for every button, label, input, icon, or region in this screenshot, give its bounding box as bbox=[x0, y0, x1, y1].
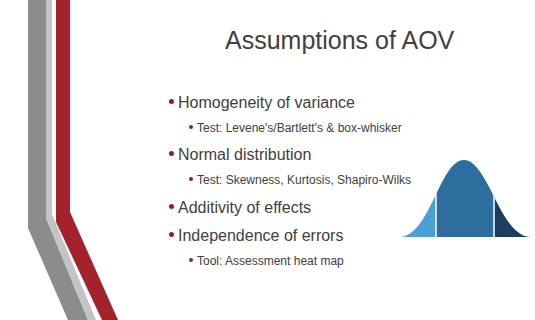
bullet-text: Homogeneity of variance bbox=[178, 94, 355, 112]
bullet-dot bbox=[189, 258, 193, 262]
bullet-dot bbox=[169, 151, 174, 156]
bullet-dot bbox=[169, 232, 174, 237]
bullet-dot bbox=[169, 99, 174, 104]
red-stripe bbox=[56, 0, 118, 320]
sub-bullet-text: Test: Skewness, Kurtosis, Shapiro-Wilks bbox=[197, 173, 411, 187]
slide-title: Assumptions of AOV bbox=[225, 26, 454, 55]
sub-bullet-text: Test: Levene's/Bartlett's & box-whisker bbox=[197, 121, 402, 135]
bullet-dot bbox=[189, 125, 193, 129]
bell-curve bbox=[400, 150, 534, 240]
bullet-text: Normal distribution bbox=[178, 146, 311, 164]
bullet-text: Additivity of effects bbox=[178, 199, 311, 217]
sub-bullet-text: Tool: Assessment heat map bbox=[197, 254, 344, 268]
bullet-text: Independence of errors bbox=[178, 227, 343, 245]
bullet-dot bbox=[189, 177, 193, 181]
bullet-dot bbox=[169, 204, 174, 209]
